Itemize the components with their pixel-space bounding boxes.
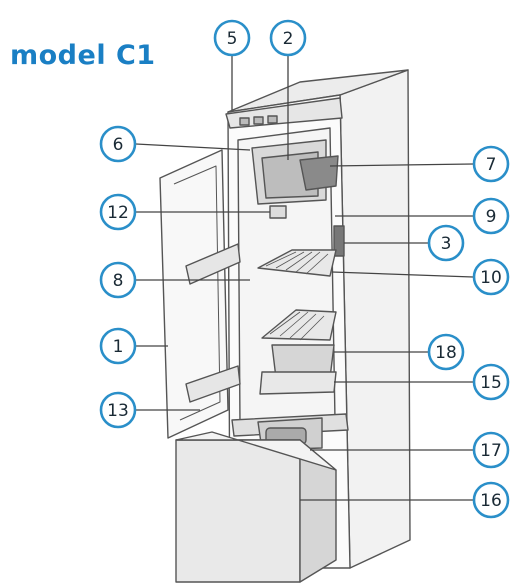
control-knob [253,116,264,125]
callout-circle [472,431,510,469]
shelf-upper [257,249,337,277]
shelf-upper-grid [265,251,329,275]
bottom-drawer-top [175,431,337,471]
door-inner-edge [173,165,221,421]
callout-16: 16 [300,481,510,519]
door-bin-upper [185,243,241,285]
callout-5: 5 [213,19,251,110]
callout-circle [427,224,465,262]
callout-12: 12 [99,193,270,231]
thermostat [333,225,345,257]
callout-6: 6 [99,125,251,163]
callout-leader-line [135,143,251,151]
callout-circle [427,333,465,371]
callout-13: 13 [99,391,200,429]
callout-3: 3 [344,224,465,262]
callout-18: 18 [334,333,465,371]
control-knob [267,115,278,124]
callout-number: 16 [480,491,502,511]
callout-number: 9 [486,207,497,227]
callout-circle [472,197,510,235]
callout-15: 15 [334,363,510,401]
callout-circle [472,258,510,296]
shelf-middle-grid [269,311,325,341]
shelf-bottom [259,371,337,395]
callout-circle [99,391,137,429]
callout-number: 1 [113,337,124,357]
callout-circle [99,261,137,299]
callout-number: 10 [480,268,502,288]
shelf-middle [261,309,337,341]
light-unit [299,155,339,191]
callout-number: 13 [107,401,129,421]
callout-number: 15 [480,373,502,393]
callout-number: 8 [113,271,124,291]
callout-number: 2 [283,29,294,49]
callout-2: 2 [269,19,307,160]
model-title: model C1 [10,40,156,71]
control-knob [239,117,250,126]
callout-8: 8 [99,261,250,299]
callout-circle [213,19,251,57]
callout-leader-line [329,163,474,167]
callout-circle [99,193,137,231]
callout-number: 17 [480,441,502,461]
callout-7: 7 [329,145,510,183]
callout-circle [472,145,510,183]
door-panel [159,149,229,439]
callout-leader-line [331,271,474,278]
callout-circle [99,327,137,365]
callout-number: 18 [435,343,457,363]
callout-10: 10 [331,258,510,296]
callout-number: 5 [227,29,238,49]
callout-17: 17 [310,431,510,469]
callout-number: 7 [486,155,497,175]
callout-circle [99,125,137,163]
callout-circle [269,19,307,57]
callout-circle [472,481,510,519]
callout-9: 9 [335,197,510,235]
door-bin-lower [185,365,241,403]
callout-number: 12 [107,203,129,223]
callout-number: 3 [441,234,452,254]
callout-circle [472,363,510,401]
callout-1: 1 [99,327,168,365]
callout-number: 6 [113,135,124,155]
